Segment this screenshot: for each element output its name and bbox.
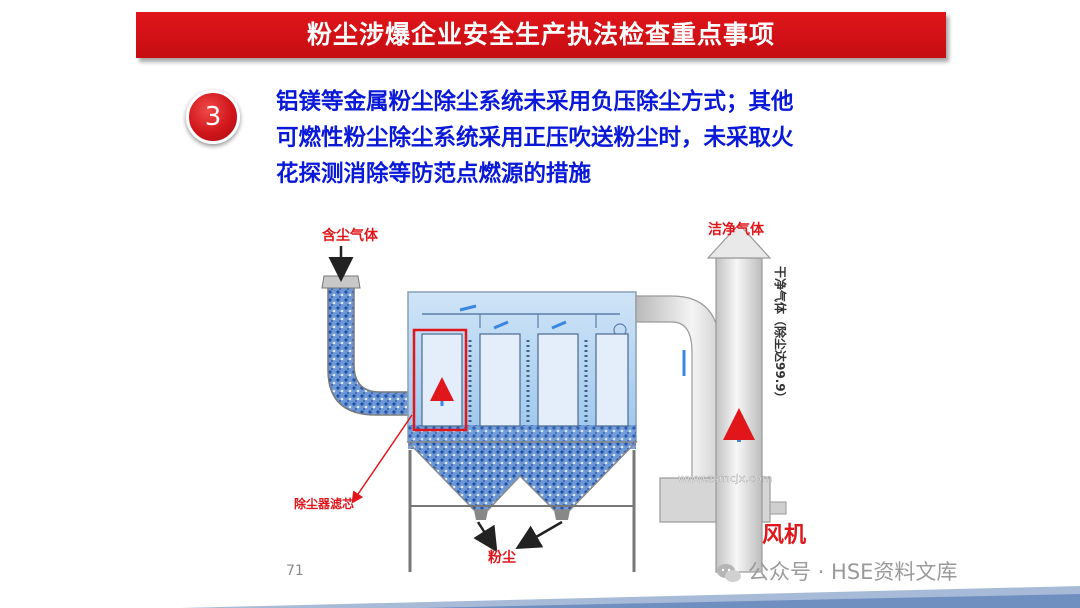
label-dry-gas: 干净气体（除尘达99.9） <box>773 266 788 404</box>
label-filter: 除尘器滤芯 <box>294 496 354 511</box>
label-url: www.zsmcjx.com <box>678 472 772 485</box>
watermark-text: 公众号 · HSE资料文库 <box>748 560 958 584</box>
filter-highlight-box <box>412 328 468 432</box>
wechat-icon <box>717 564 741 582</box>
point-number-badge: 3 <box>186 90 240 144</box>
filter-pointer-line <box>351 414 413 504</box>
dust-collector-diagram: 含尘气体 洁净气体 除尘器滤芯 粉尘 风机 www.zsmcjx.com 干净气… <box>294 221 806 573</box>
point-text: 铝镁等金属粉尘除尘系统未采用负压除尘方式；其他 可燃性粉尘除尘系统采用正压吹送粉… <box>276 84 936 192</box>
dust-arrow-left <box>473 521 498 553</box>
inlet-pipe <box>321 275 409 416</box>
watermark: 公众号 · HSE资料文库 <box>716 556 957 586</box>
title-bar: 粉尘涉爆企业安全生产执法检查重点事项 <box>136 12 946 58</box>
point-line-2: 可燃性粉尘除尘系统采用正压吹送粉尘时，未采取火 <box>276 125 794 151</box>
exhaust-stack <box>706 223 772 573</box>
label-dusty-gas: 含尘气体 <box>322 227 379 244</box>
label-clean-gas: 洁净气体 <box>708 221 765 238</box>
dust-arrow-right <box>515 520 563 550</box>
label-dust: 粉尘 <box>488 549 516 566</box>
bottom-decoration <box>180 586 1080 608</box>
slide-title: 粉尘涉爆企业安全生产执法检查重点事项 <box>306 20 775 49</box>
page-number: 71 <box>286 563 304 579</box>
point-line-3: 花探测消除等防范点燃源的措施 <box>276 161 592 187</box>
label-fan: 风机 <box>762 523 806 548</box>
point-line-1: 铝镁等金属粉尘除尘系统未采用负压除尘方式；其他 <box>276 89 794 115</box>
collector-tank <box>406 291 686 572</box>
